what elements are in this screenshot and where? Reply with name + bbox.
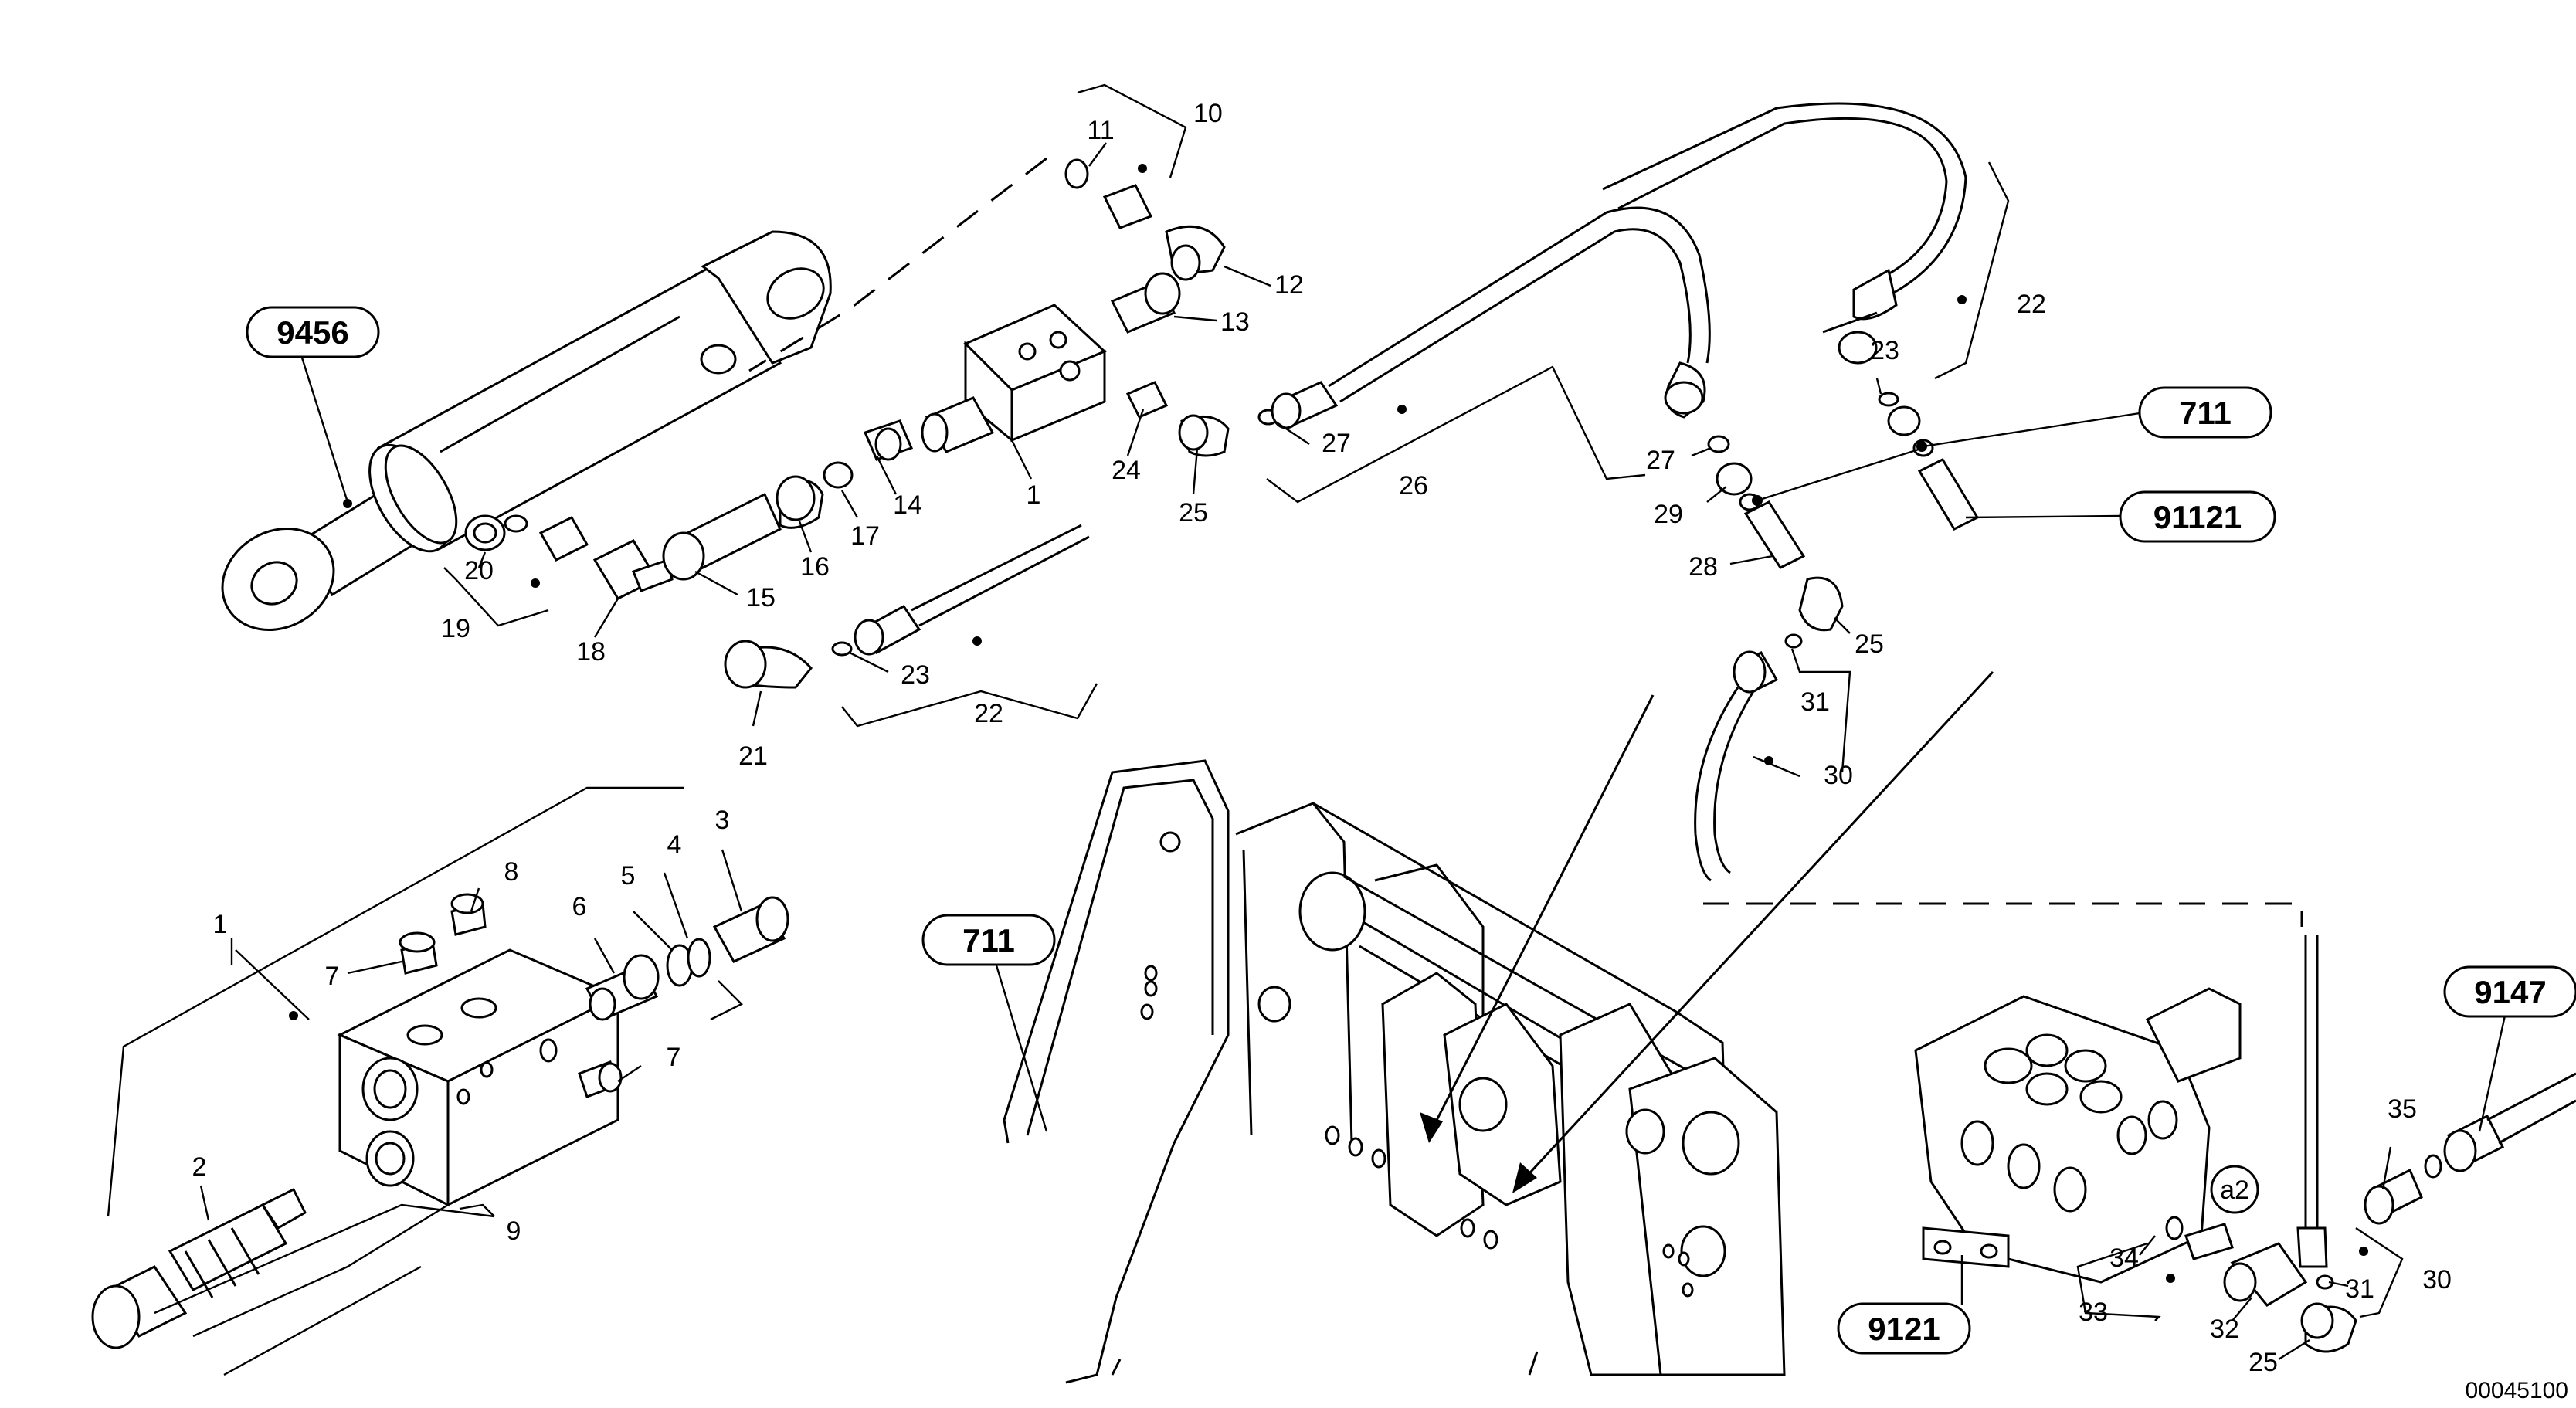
- reference-label-91121: 91121: [2119, 490, 2276, 543]
- callout: 30: [1824, 761, 1853, 790]
- callout: 4: [667, 830, 682, 860]
- callout: 25: [2248, 1348, 2278, 1377]
- callout: 15: [746, 583, 776, 612]
- callout: 21: [738, 741, 768, 771]
- callout: 25: [1179, 498, 1208, 528]
- callout: 14: [893, 490, 922, 520]
- callout: 18: [576, 637, 606, 667]
- callout: 7: [325, 962, 340, 991]
- callout: 28: [1688, 552, 1718, 582]
- leader-lines: [107, 83, 2506, 1376]
- svg-text:9121: 9121: [1868, 1311, 1940, 1347]
- connection-dashed-line: [1703, 902, 2303, 927]
- cylinder-fittings: [464, 514, 813, 689]
- svg-text:9456: 9456: [277, 314, 348, 351]
- fittings-10-13: [1064, 158, 1226, 334]
- callout: 27: [1322, 429, 1351, 458]
- callout: 7: [667, 1043, 681, 1072]
- svg-text:9147: 9147: [2474, 974, 2546, 1010]
- callout: 11: [1087, 116, 1114, 145]
- callout: 22: [974, 699, 1003, 728]
- callout: 12: [1274, 270, 1304, 300]
- callout: 33: [2079, 1298, 2108, 1327]
- callout: 24: [1112, 456, 1141, 485]
- hydraulic-cylinder: [221, 230, 832, 631]
- routing-arrows: [1420, 670, 1994, 1193]
- svg-text:711: 711: [2179, 395, 2232, 431]
- reference-label-711-top: 711: [2138, 386, 2272, 439]
- reference-label-9121: 9121: [1837, 1302, 1971, 1355]
- callout: 1: [1027, 480, 1041, 510]
- callout: 34: [2109, 1243, 2139, 1273]
- callout: 31: [2345, 1274, 2374, 1304]
- callout: 19: [441, 614, 470, 643]
- loader-frame: [1003, 759, 1786, 1384]
- callout: 17: [850, 521, 880, 551]
- svg-text:711: 711: [962, 922, 1015, 958]
- fittings-14-17: [662, 419, 914, 581]
- control-valve: [1914, 987, 2259, 1284]
- callout: 16: [800, 552, 830, 582]
- leader-dots: [289, 164, 2368, 1283]
- fittings-24-25: [1125, 381, 1230, 457]
- callout: 20: [464, 556, 494, 585]
- callout: 27: [1646, 446, 1675, 475]
- fittings-27-31: [1694, 435, 1980, 882]
- callout: 9: [507, 1216, 521, 1246]
- callout: 1: [213, 910, 228, 939]
- callout: 26: [1399, 471, 1428, 500]
- manifold-block-top: [921, 304, 1107, 453]
- callout: 8: [504, 857, 519, 887]
- callout: 23: [1870, 336, 1899, 365]
- callout: 29: [1654, 500, 1683, 529]
- reference-label-9456: 9456: [246, 306, 380, 358]
- callout-numbers: 10 11 12 13 1 24 25 14 17 16 15 20 19 18…: [192, 99, 2452, 1377]
- reference-label-9147: 9147: [2443, 965, 2576, 1018]
- callout: 2: [192, 1152, 207, 1182]
- callout: 32: [2210, 1315, 2239, 1344]
- callout: 35: [2388, 1094, 2417, 1124]
- hose-22-lower: [831, 524, 1090, 657]
- manifold-detail: [91, 893, 789, 1349]
- fittings-32-35: [2165, 935, 2576, 1353]
- callout: 23: [901, 660, 930, 690]
- callout: 10: [1193, 99, 1223, 128]
- callout: 13: [1220, 307, 1250, 337]
- long-hoses: [1257, 102, 1967, 436]
- callout: 25: [1855, 629, 1884, 659]
- callout: 30: [2422, 1265, 2452, 1294]
- reference-label-711-left: 711: [921, 914, 1056, 966]
- callout: 6: [572, 892, 587, 921]
- document-id: 00045100: [2466, 1378, 2568, 1403]
- callout: 22: [2017, 290, 2046, 319]
- detail-marker-a2: a2: [2220, 1176, 2249, 1205]
- callout: 31: [1800, 687, 1830, 717]
- callout: 3: [715, 806, 730, 835]
- callout: 5: [621, 861, 636, 891]
- connection-dashed-line-2: [748, 157, 1047, 372]
- svg-text:91121: 91121: [2153, 499, 2242, 535]
